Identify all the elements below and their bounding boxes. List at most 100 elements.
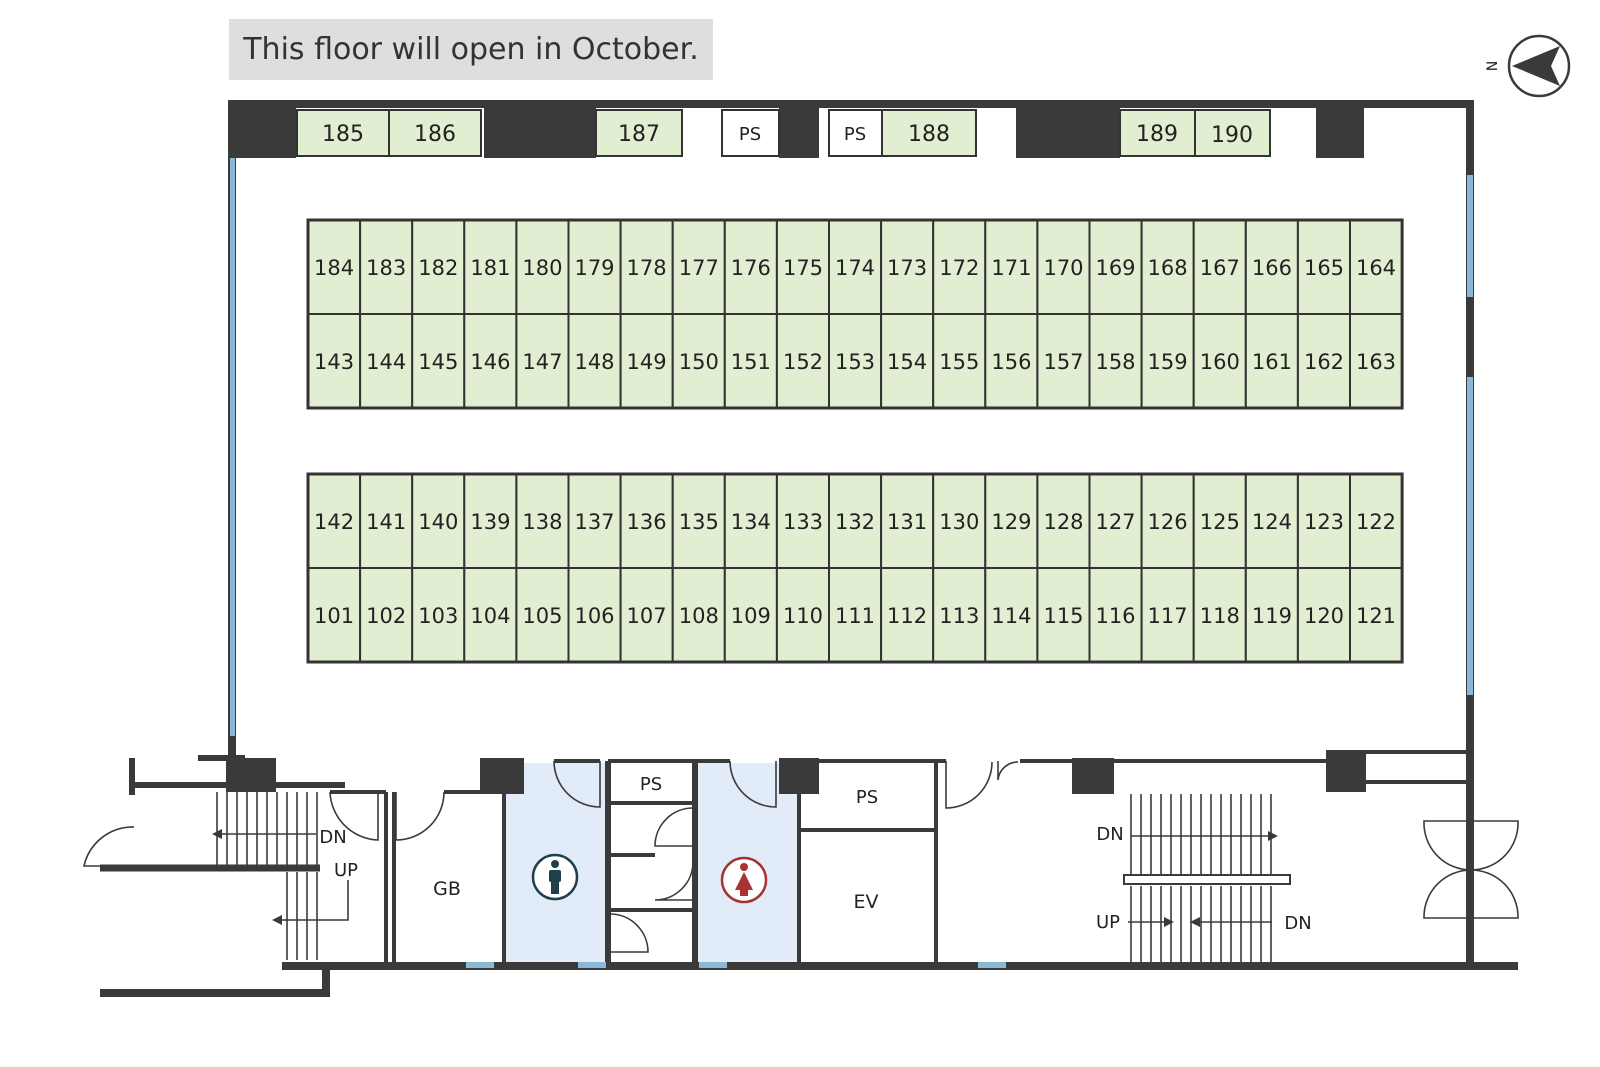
unit-168[interactable]: 168: [1140, 219, 1195, 315]
unit-160[interactable]: 160: [1192, 313, 1247, 409]
unit-136[interactable]: 136: [619, 473, 674, 569]
unit-150[interactable]: 150: [671, 313, 726, 409]
unit-104[interactable]: 104: [463, 567, 518, 663]
unit-181[interactable]: 181: [463, 219, 518, 315]
unit-176[interactable]: 176: [723, 219, 778, 315]
unit-number: 169: [1095, 256, 1135, 280]
unit-157[interactable]: 157: [1036, 313, 1091, 409]
unit-171[interactable]: 171: [984, 219, 1039, 315]
unit-146[interactable]: 146: [463, 313, 518, 409]
unit-183[interactable]: 183: [359, 219, 414, 315]
unit-105[interactable]: 105: [515, 567, 570, 663]
unit-174[interactable]: 174: [828, 219, 883, 315]
unit-165[interactable]: 165: [1296, 219, 1352, 315]
unit-169[interactable]: 169: [1088, 219, 1143, 315]
top-row-units: 185 186 187 PS PS 188 189 190: [296, 109, 1271, 157]
unit-162[interactable]: 162: [1296, 313, 1352, 409]
unit-119[interactable]: 119: [1244, 567, 1299, 663]
unit-153[interactable]: 153: [828, 313, 883, 409]
unit-122[interactable]: 122: [1349, 473, 1404, 569]
unit-140[interactable]: 140: [411, 473, 466, 569]
unit-110[interactable]: 110: [775, 567, 831, 663]
unit-178[interactable]: 178: [619, 219, 674, 315]
unit-number: 178: [627, 256, 667, 280]
unit-173[interactable]: 173: [880, 219, 935, 315]
unit-170[interactable]: 170: [1036, 219, 1091, 315]
doors[interactable]: [82, 760, 1519, 953]
stairs-right[interactable]: [1128, 794, 1272, 962]
unit-152[interactable]: 152: [775, 313, 831, 409]
unit-172[interactable]: 172: [932, 219, 987, 315]
unit-142[interactable]: 142: [307, 473, 362, 569]
unit-126[interactable]: 126: [1140, 473, 1195, 569]
unit-145[interactable]: 145: [411, 313, 466, 409]
unit-106[interactable]: 106: [567, 567, 622, 663]
unit-185[interactable]: 185: [296, 109, 390, 157]
unit-158[interactable]: 158: [1088, 313, 1143, 409]
unit-108[interactable]: 108: [671, 567, 726, 663]
unit-180[interactable]: 180: [515, 219, 570, 315]
unit-112[interactable]: 112: [880, 567, 935, 663]
unit-101[interactable]: 101: [307, 567, 362, 663]
unit-111[interactable]: 111: [828, 567, 883, 663]
unit-179[interactable]: 179: [567, 219, 622, 315]
unit-155[interactable]: 155: [932, 313, 987, 409]
unit-130[interactable]: 130: [932, 473, 987, 569]
unit-123[interactable]: 123: [1296, 473, 1352, 569]
unit-182[interactable]: 182: [411, 219, 466, 315]
unit-141[interactable]: 141: [359, 473, 414, 569]
unit-103[interactable]: 103: [411, 567, 466, 663]
unit-189[interactable]: 189: [1119, 109, 1196, 157]
unit-102[interactable]: 102: [359, 567, 414, 663]
unit-175[interactable]: 175: [775, 219, 831, 315]
unit-124[interactable]: 124: [1244, 473, 1299, 569]
unit-148[interactable]: 148: [567, 313, 622, 409]
unit-125[interactable]: 125: [1192, 473, 1247, 569]
unit-134[interactable]: 134: [723, 473, 778, 569]
unit-129[interactable]: 129: [984, 473, 1039, 569]
unit-113[interactable]: 113: [932, 567, 987, 663]
unit-190[interactable]: 190: [1194, 109, 1271, 157]
unit-164[interactable]: 164: [1349, 219, 1404, 315]
unit-120[interactable]: 120: [1296, 567, 1352, 663]
unit-137[interactable]: 137: [567, 473, 622, 569]
unit-132[interactable]: 132: [828, 473, 883, 569]
unit-117[interactable]: 117: [1140, 567, 1195, 663]
unit-number: 136: [627, 510, 667, 534]
unit-127[interactable]: 127: [1088, 473, 1143, 569]
unit-149[interactable]: 149: [619, 313, 674, 409]
unit-131[interactable]: 131: [880, 473, 935, 569]
unit-167[interactable]: 167: [1192, 219, 1247, 315]
unit-187[interactable]: 187: [595, 109, 683, 157]
unit-number: 102: [366, 604, 406, 628]
unit-143[interactable]: 143: [307, 313, 362, 409]
unit-163[interactable]: 163: [1349, 313, 1404, 409]
unit-114[interactable]: 114: [984, 567, 1039, 663]
unit-number: 189: [1136, 122, 1178, 147]
unit-144[interactable]: 144: [359, 313, 414, 409]
unit-107[interactable]: 107: [619, 567, 674, 663]
unit-109[interactable]: 109: [723, 567, 778, 663]
unit-161[interactable]: 161: [1244, 313, 1299, 409]
unit-159[interactable]: 159: [1140, 313, 1195, 409]
unit-116[interactable]: 116: [1088, 567, 1143, 663]
unit-128[interactable]: 128: [1036, 473, 1091, 569]
unit-138[interactable]: 138: [515, 473, 570, 569]
unit-118[interactable]: 118: [1192, 567, 1247, 663]
unit-184[interactable]: 184: [307, 219, 362, 315]
unit-151[interactable]: 151: [723, 313, 778, 409]
unit-188[interactable]: 188: [881, 109, 977, 157]
unit-115[interactable]: 115: [1036, 567, 1091, 663]
unit-166[interactable]: 166: [1244, 219, 1299, 315]
unit-177[interactable]: 177: [671, 219, 726, 315]
unit-156[interactable]: 156: [984, 313, 1039, 409]
unit-186[interactable]: 186: [388, 109, 482, 157]
unit-135[interactable]: 135: [671, 473, 726, 569]
unit-133[interactable]: 133: [775, 473, 831, 569]
stairs-left[interactable]: [216, 792, 349, 960]
unit-147[interactable]: 147: [515, 313, 570, 409]
unit-139[interactable]: 139: [463, 473, 518, 569]
unit-121[interactable]: 121: [1349, 567, 1404, 663]
unit-154[interactable]: 154: [880, 313, 935, 409]
